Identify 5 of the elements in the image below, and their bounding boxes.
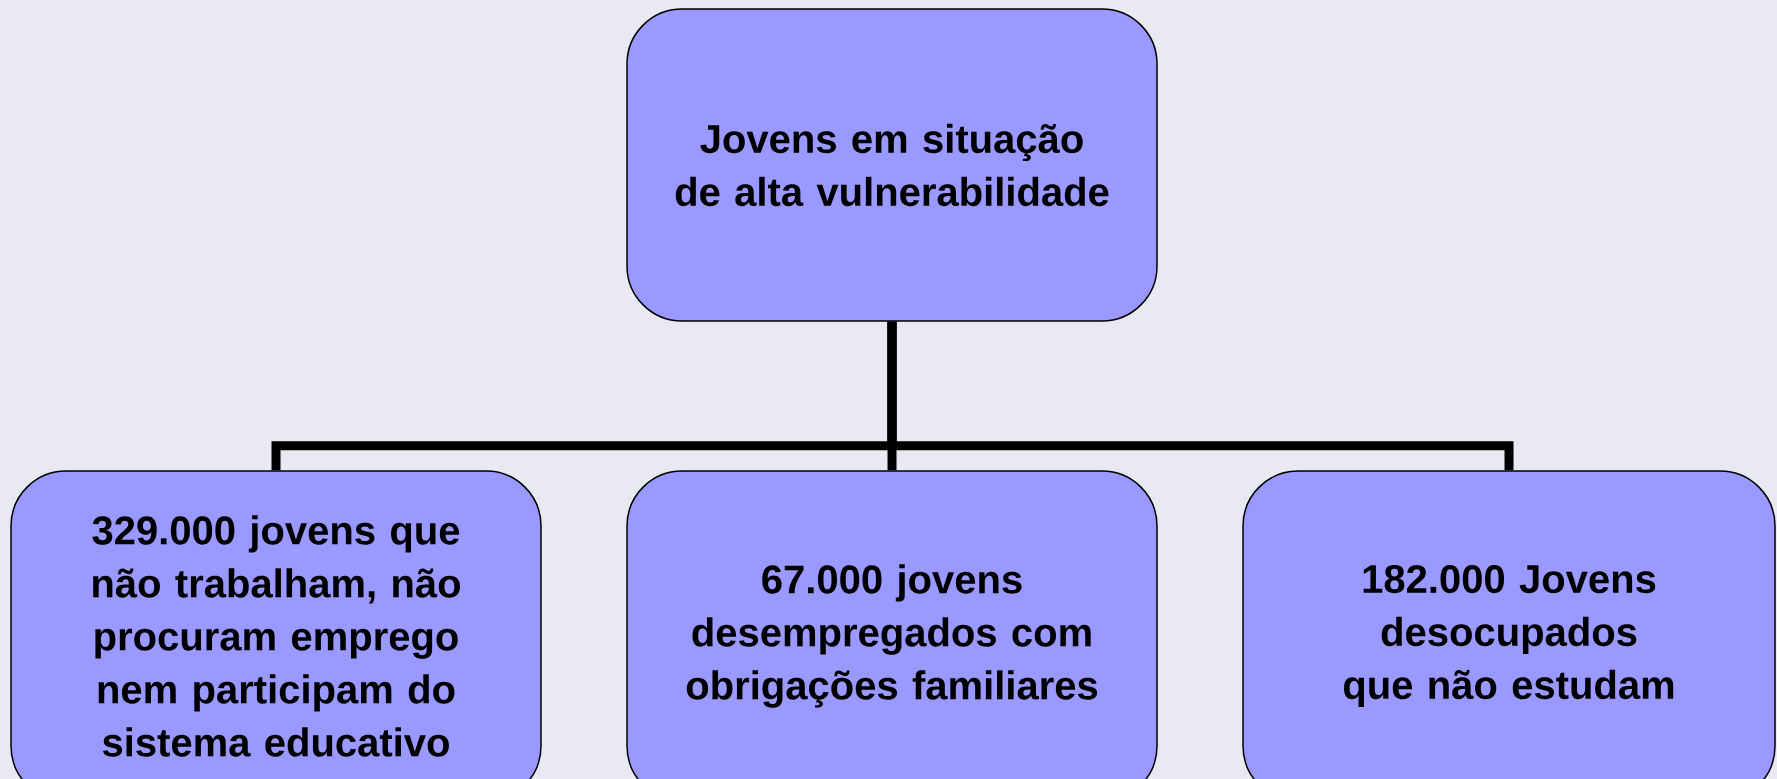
- process-box: 182.000 Jovens desocupados que não estudam: [1242, 470, 1776, 779]
- process-box: Jovens em situação de alta vulnerabilidade: [626, 8, 1158, 322]
- process-box: 329.000 jovens que não trabalham, não procuram emprego nem participam do sistema educativo: [10, 470, 542, 779]
- connector-line: [887, 321, 1514, 471]
- process-box: 67.000 jovens desempregados com obrigações familiares: [626, 470, 1158, 779]
